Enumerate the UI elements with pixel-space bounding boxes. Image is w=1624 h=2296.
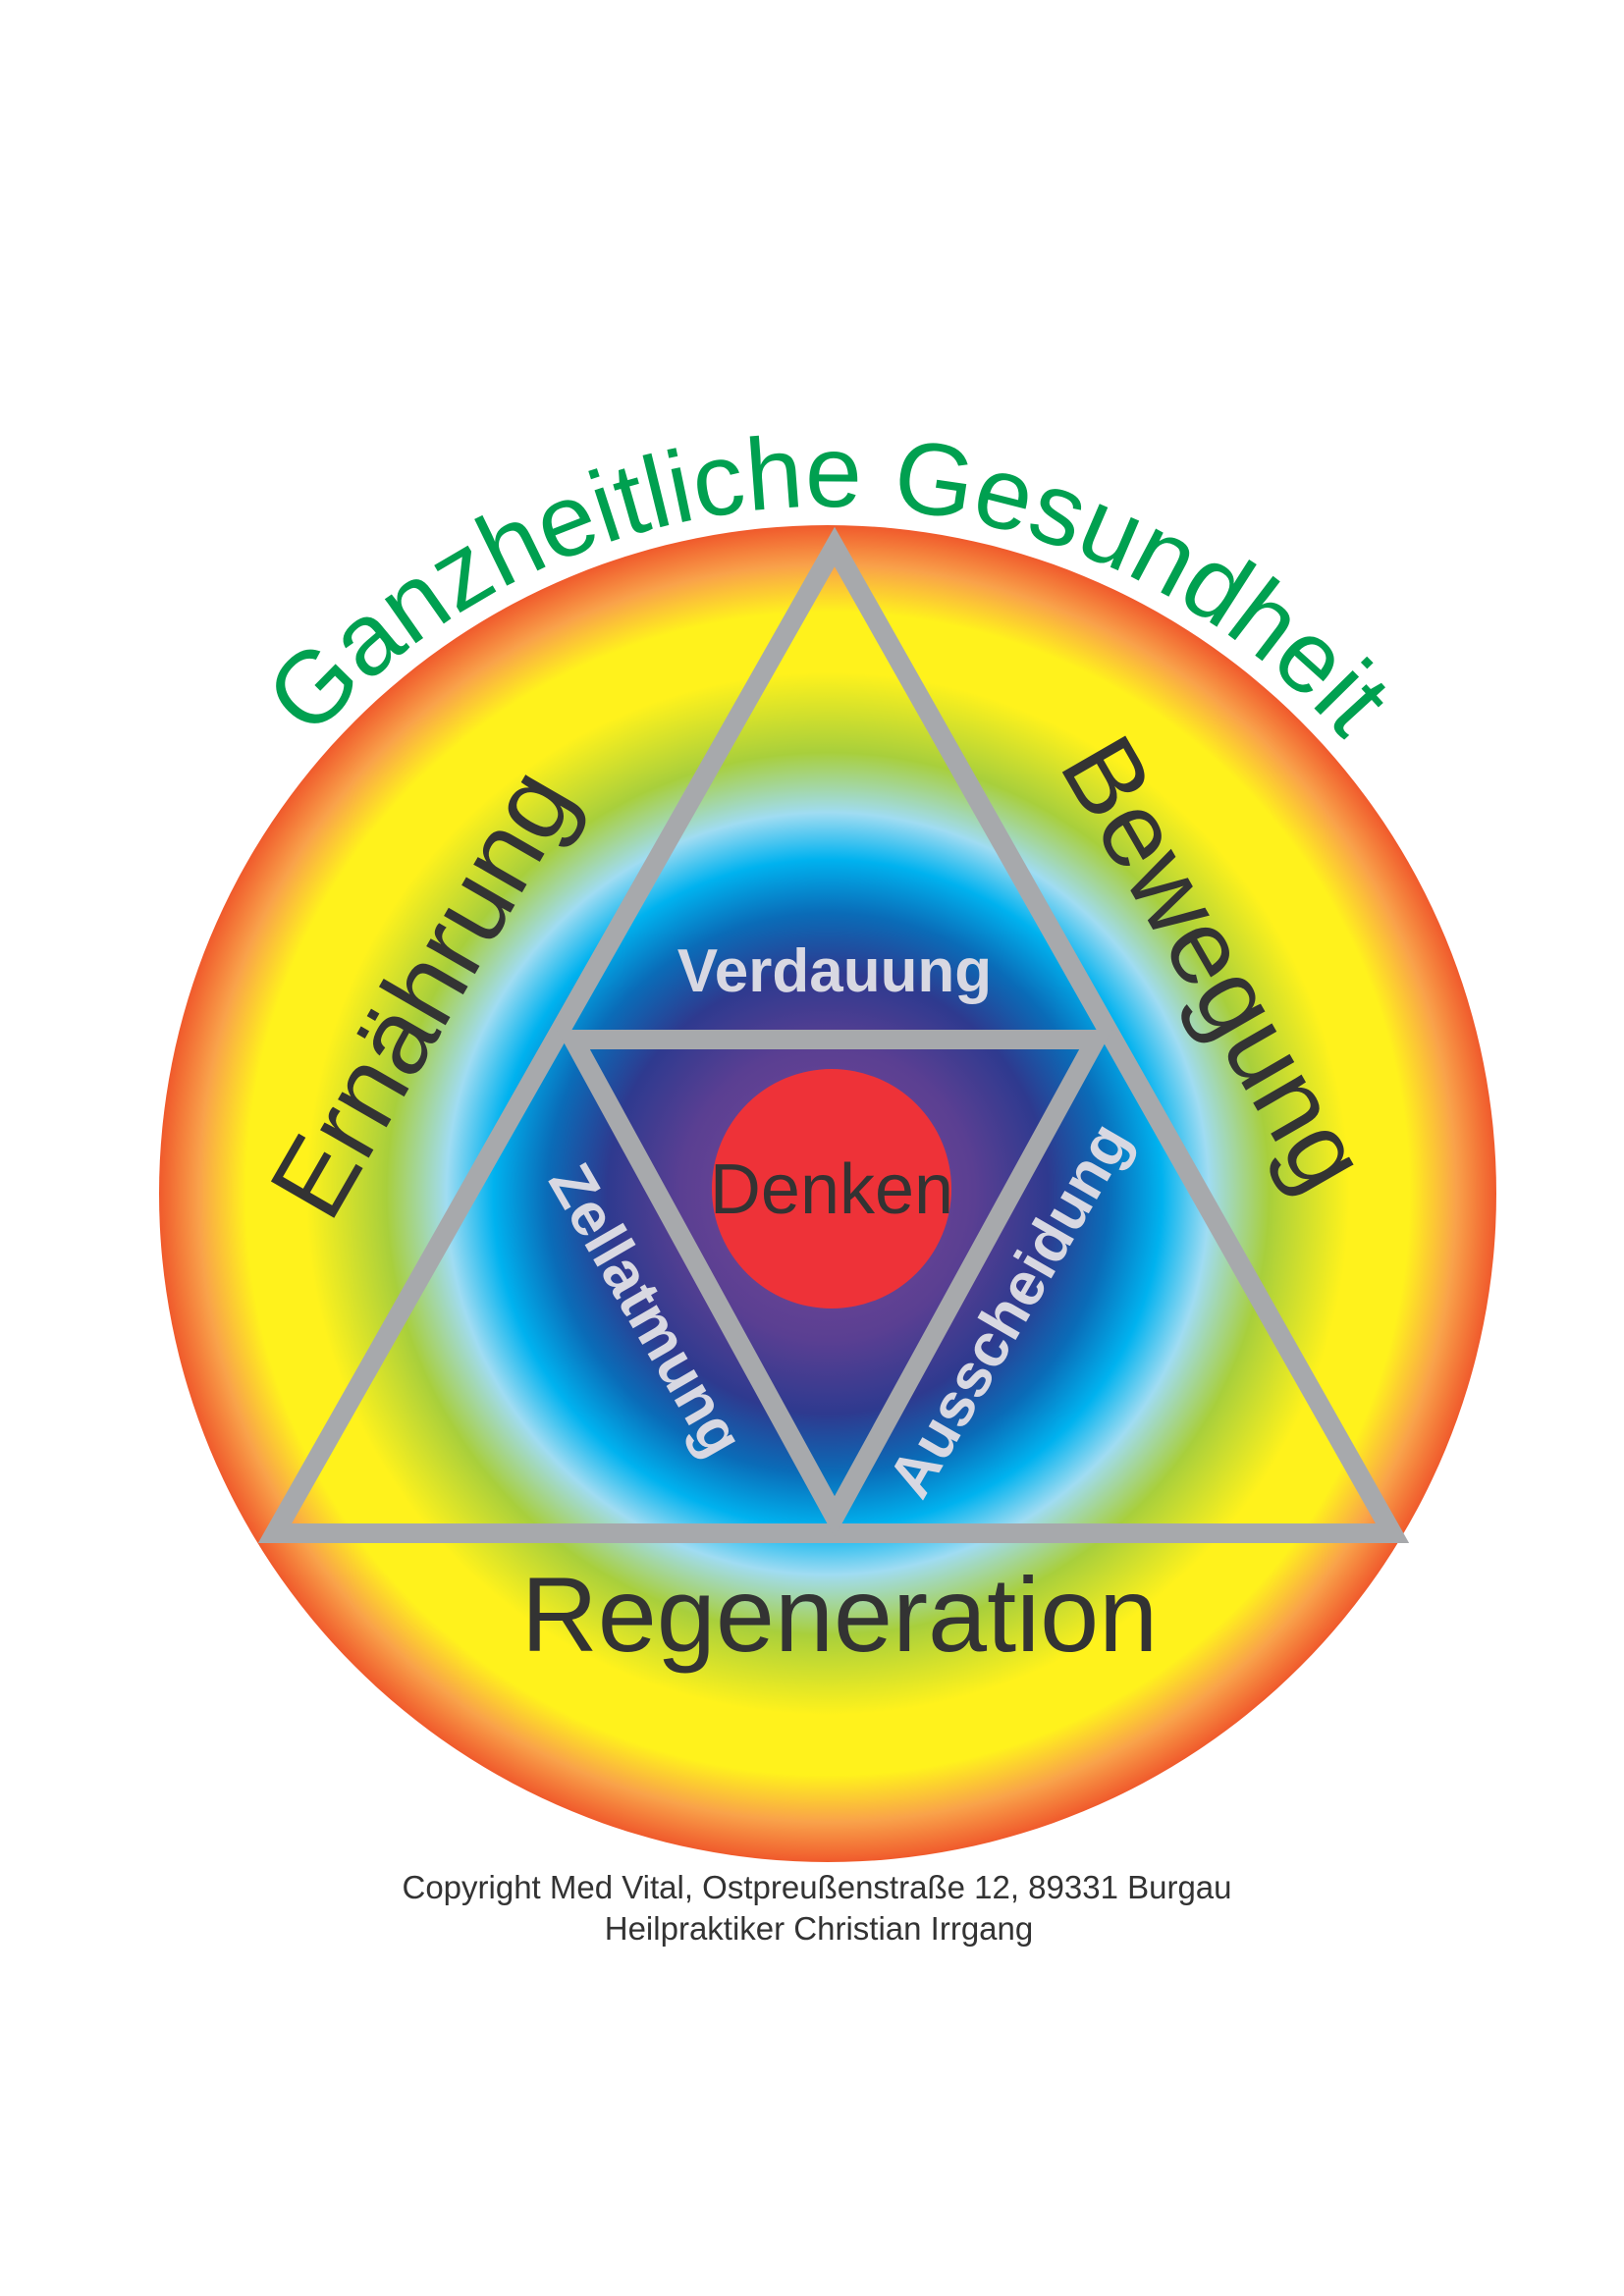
- page-title-char: G: [887, 418, 982, 543]
- center-label: Denken: [710, 1150, 953, 1229]
- page-title-char: h: [741, 415, 806, 533]
- label-regeneration: Regeneration: [521, 1555, 1158, 1674]
- author-line: Heilpraktiker Christian Irrgang: [605, 1910, 1034, 1947]
- center-circle: [712, 1069, 951, 1308]
- label-verdauung: Verdauung: [677, 937, 992, 1005]
- page-title-char: e: [805, 415, 863, 529]
- copyright-line: Copyright Med Vital, Ostpreußenstraße 12…: [402, 1869, 1231, 1905]
- inner-triangle: [557, 1030, 1112, 1537]
